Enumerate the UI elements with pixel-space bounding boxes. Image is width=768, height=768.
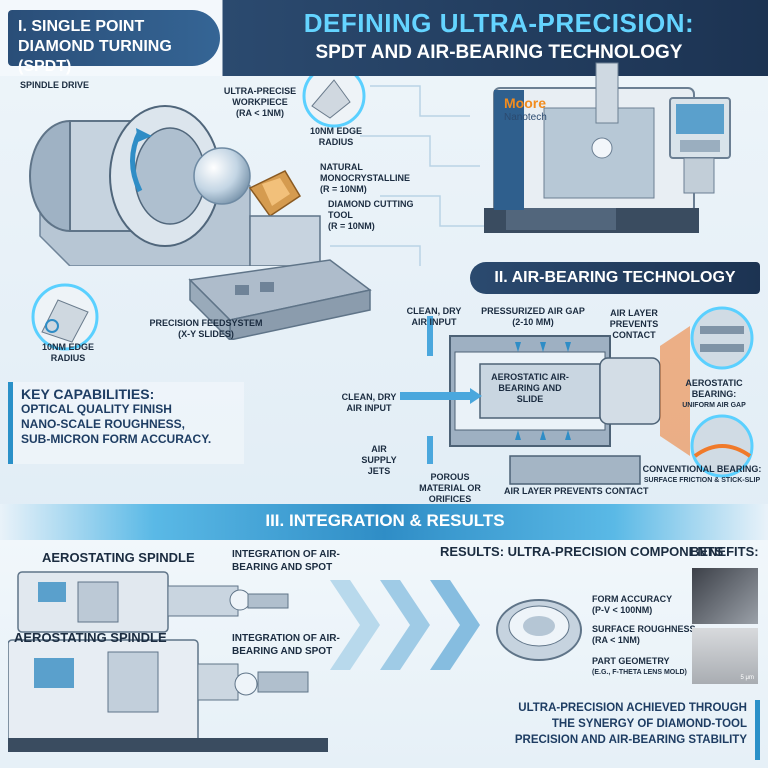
form-accuracy-value: (P-V < 100nm)	[592, 605, 653, 615]
circuit-lines	[330, 85, 490, 266]
spindle2-label: AEROSTATING SPINDLE	[14, 630, 167, 645]
monocrystalline-label: NATURAL MONOCRYSTALLINE	[320, 162, 410, 183]
conclusion-line: ULTRA-PRECISION ACHIEVED THROUGH	[518, 702, 747, 714]
section1-title: I. SINGLE POINT DIAMOND TURNING (SPDT)	[8, 10, 220, 75]
feedsystem-slides	[188, 259, 372, 340]
clean-air-left-label: CLEAN, DRY AIR INPUT	[341, 392, 397, 413]
supply-jets-label: AIR SUPPLY JETS	[361, 444, 397, 476]
workpiece-ra: (RA < 1nm)	[236, 108, 284, 118]
bearing-base	[509, 455, 641, 485]
air-arrows-top	[515, 342, 571, 352]
air-layer-bottom-label: AIR LAYER PREVENTS CONTACT	[504, 486, 649, 496]
diamond-tool-label: DIAMOND CUTTING TOOL	[328, 199, 414, 220]
integration2-label: INTEGRATION OF AIR-BEARING AND SPOT	[232, 633, 340, 657]
surface-image-1	[692, 568, 758, 624]
air-bearing-diagram	[400, 306, 754, 485]
geometry-value: (E.g., F-THETA LENS MOLD)	[592, 669, 687, 676]
spindle1-label: AEROSTATING SPINDLE	[42, 550, 195, 565]
workpiece-label: ULTRA-PRECISE WORKPIECE	[223, 86, 297, 107]
feedsystem-label: PRECISION FEEDSYSTEM	[149, 318, 263, 328]
section3-bar	[0, 504, 768, 540]
air-layer-top-label: AIR LAYER PREVENTS CONTACT	[609, 308, 659, 340]
form-accuracy-label: FORM ACCURACY	[592, 594, 673, 604]
roughness-label: SURFACE ROUGHNESS	[592, 624, 696, 634]
capability-item: SUB-MICRON FORM ACCURACY.	[21, 432, 212, 446]
machine-brand-sub: Nanotech	[504, 112, 547, 123]
feedsystem-sub: (X-Y SLIDES)	[178, 329, 234, 339]
conventional-title: CONVENTIONAL BEARING:	[642, 464, 762, 474]
results-title: RESULTS: ULTRA-PRECISION COMPONENTS	[440, 544, 724, 559]
lens-mold	[496, 599, 582, 661]
page-subtitle: SPDT AND AIR-BEARING TECHNOLOGY	[315, 42, 683, 63]
edge-radius-callout-bottom	[31, 283, 99, 351]
edge-radius-bottom-label: 10nm EDGE RADIUS	[41, 342, 94, 363]
spdt-illustration	[29, 76, 490, 266]
roughness-value: (RA < 1nm)	[592, 635, 640, 645]
porous-label: POROUS MATERIAL OR ORIFICES	[419, 472, 481, 504]
aerostatic-title: AEROSTATIC BEARING:	[685, 378, 743, 399]
scale-label: 5 μm	[740, 675, 754, 681]
aerostatic-callout	[690, 306, 754, 370]
shaft	[479, 363, 601, 419]
air-gap-value: (2-10 μm)	[512, 317, 554, 327]
flow-chevrons	[330, 580, 480, 670]
diamond-tool-r: (R = 10nm)	[328, 221, 375, 231]
workpiece-sphere	[193, 147, 251, 205]
air-arrows-bottom	[515, 430, 571, 440]
capability-item: NANO-SCALE ROUGHNESS,	[21, 417, 186, 431]
edge-radius-top-label: 10nm EDGE RADIUS	[309, 126, 362, 147]
tool-holder	[249, 215, 321, 266]
conclusion-line: PRECISION AND AIR-BEARING STABILITY	[514, 734, 747, 746]
monocrystalline-r: (R = 10nm)	[320, 184, 367, 194]
benefits-title: BENEFITS:	[690, 544, 759, 559]
integration-machines	[8, 571, 328, 752]
key-capabilities-title: KEY CAPABILITIES:	[21, 386, 155, 402]
section2-title: II. AIR-BEARING TECHNOLOGY	[470, 262, 760, 294]
key-capabilities-box: KEY CAPABILITIES: OPTICAL QUALITY FINISH…	[8, 382, 244, 464]
page-title: DEFINING ULTRA-PRECISION:	[303, 8, 695, 38]
clean-air-top-label: CLEAN, DRY AIR INPUT	[406, 306, 462, 327]
section3-title: III. INTEGRATION & RESULTS	[265, 511, 505, 530]
moore-machine	[484, 62, 731, 233]
geometry-label: PART GEOMETRY	[592, 656, 670, 666]
conventional-sub: SURFACE FRICTION & STICK-SLIP	[643, 477, 761, 484]
conclusion-line: THE SYNERGY OF DIAMOND-TOOL	[551, 718, 747, 730]
air-gap-label: PRESSURIZED AIR GAP	[481, 306, 585, 316]
spindle-nose	[599, 357, 661, 425]
glow-orange	[660, 326, 690, 456]
slide-label: AEROSTATIC AIR-BEARING AND SLIDE	[491, 372, 569, 404]
integration1-label: INTEGRATION OF AIR-BEARING AND SPOT	[232, 549, 340, 573]
aerostatic-sub: UNIFORM AIR GAP	[682, 402, 746, 409]
conclusion-box: ULTRA-PRECISION ACHIEVED THROUGH THE SYN…	[510, 700, 760, 760]
spindle-drive-label: SPINDLE DRIVE	[20, 80, 90, 90]
surface-image-2: 5 μm	[692, 628, 758, 684]
machine-brand: Moore	[504, 95, 546, 111]
capability-item: OPTICAL QUALITY FINISH	[21, 402, 172, 416]
